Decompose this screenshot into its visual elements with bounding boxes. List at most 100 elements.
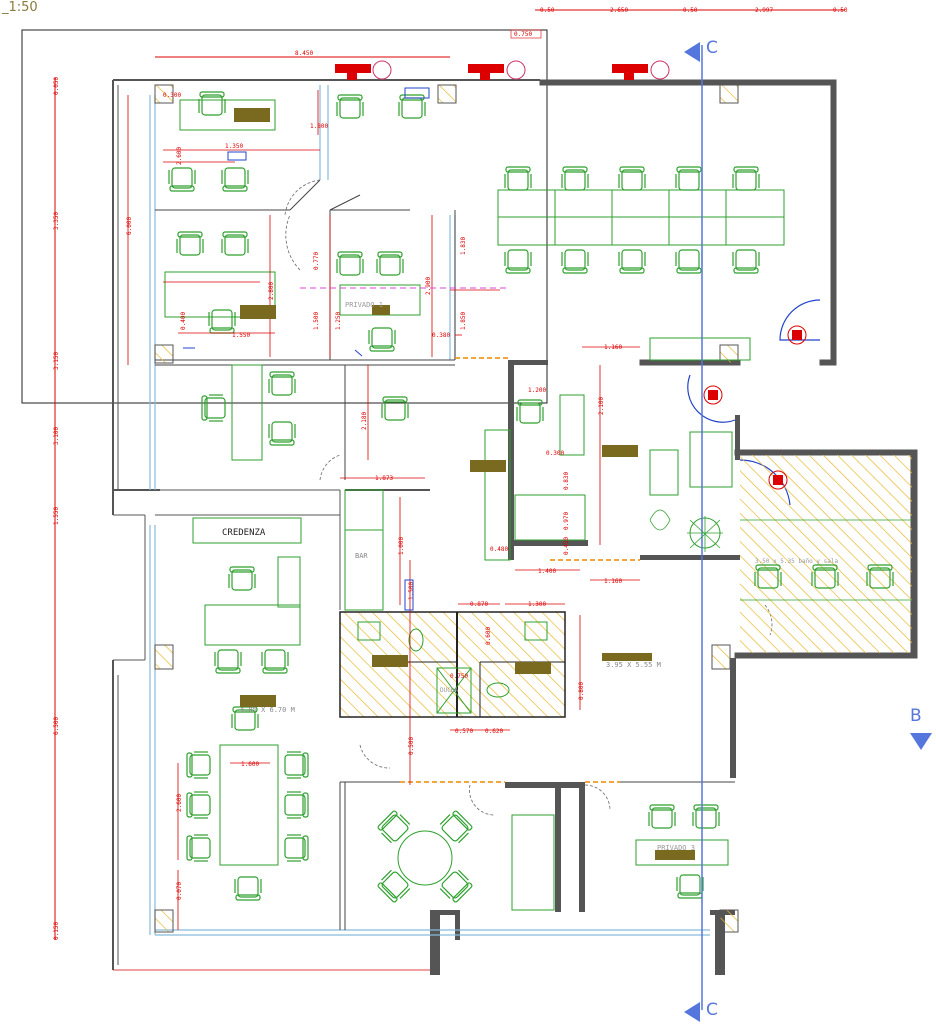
dimension-texts: 0.300 1.350 1.800 0.770 1.830 1.850 0.40… (163, 92, 622, 900)
dim-top-e: 0.750 (514, 31, 532, 38)
credenza-label: CREDENZA (222, 528, 266, 538)
dim-top-a: 0.50 (540, 7, 555, 14)
bath-fixtures (357, 621, 548, 714)
chair (221, 231, 249, 256)
columns (154, 84, 739, 933)
dim-d6: 1.850 (460, 312, 467, 330)
bar-label: BAR (355, 552, 368, 560)
hatched-areas (339, 455, 912, 718)
chair (561, 166, 589, 191)
left-dimension-line: 0.050 3.350 3.150 3.100 1.550 6.500 0.15… (53, 77, 430, 971)
dim-d20: 1.873 (375, 475, 393, 482)
dim-d8: 2.800 (268, 282, 275, 300)
chair (186, 751, 211, 779)
exterior-walls (112, 79, 918, 970)
room-tags (234, 108, 695, 860)
chair (368, 327, 396, 352)
dim-d33: 0.480 (490, 546, 508, 553)
section-arrow-top (684, 42, 700, 62)
dim-left-6: 6.500 (53, 717, 60, 735)
section-mark-c-top: C (706, 38, 718, 58)
dim-d9: 1.550 (232, 332, 250, 339)
dim-d24: 0.600 (485, 627, 492, 645)
dim-d14: 2.180 (361, 412, 368, 430)
dim-d25: 0.750 (450, 673, 468, 680)
room-label-texts: CREDENZA BAR PRIVADO 1 PRIVADO 3 DUCHA 3… (222, 301, 838, 852)
dim-d12: 0.380 (432, 332, 450, 339)
fire-equipment (335, 60, 807, 490)
chair (675, 166, 703, 191)
dim-d11: 2.900 (425, 277, 432, 295)
privado-3-label: PRIVADO 3 (657, 844, 695, 852)
ducha-label: DUCHA (440, 687, 458, 694)
section-arrow-right (910, 733, 932, 750)
chair (176, 231, 204, 256)
chair (732, 166, 760, 191)
chair (676, 874, 704, 899)
dim-left-10: 0.070 (176, 882, 183, 900)
chair (692, 804, 720, 829)
dim-d4: 0.770 (313, 252, 320, 270)
dim-d32: 0.830 (563, 472, 570, 490)
chair (214, 649, 242, 674)
dim-d31: 0.300 (546, 450, 564, 457)
chair (228, 566, 256, 591)
chair (504, 166, 532, 191)
dim-d17: 1.400 (538, 568, 556, 575)
chair (186, 791, 211, 819)
chair (336, 94, 364, 119)
chair (336, 251, 364, 276)
dim-d29: 2.600 (176, 794, 183, 812)
chair (284, 751, 309, 779)
dim-d30: 1.600 (241, 761, 259, 768)
chair (284, 791, 309, 819)
plants (649, 509, 723, 552)
chair (561, 249, 589, 274)
section-arrow-bottom (684, 1002, 700, 1022)
electrical-symbols (183, 87, 430, 611)
dim-d10: 1.500 (313, 312, 320, 330)
chair (234, 876, 262, 901)
dim-d28: 1.300 (528, 601, 546, 608)
chair (376, 868, 412, 904)
dim-d13: 1.250 (335, 312, 342, 330)
chair (261, 649, 289, 674)
dim-left-5: 1.550 (53, 507, 60, 525)
dim-top-d: 8.450 (295, 50, 313, 57)
interior-walls (430, 360, 740, 975)
dim-d19: 1.160 (604, 344, 622, 351)
dim-left-7: 0.150 (53, 922, 60, 940)
overview-frame (21, 29, 548, 404)
openings (400, 357, 640, 783)
chair (618, 249, 646, 274)
dim-d5: 1.830 (460, 237, 467, 255)
chair (376, 251, 404, 276)
furniture-tables (164, 99, 785, 911)
chair (381, 396, 409, 421)
plan-dimension-lines (163, 90, 640, 930)
dim-d18: 1.160 (604, 578, 622, 585)
dim-left-9: 2.600 (176, 147, 183, 165)
chair (186, 834, 211, 862)
chair (208, 309, 236, 334)
dim-left-2: 3.350 (53, 212, 60, 230)
dim-d21: 0.870 (470, 601, 488, 608)
dim-top-b: 2.650 (610, 7, 628, 14)
scale-label: _1:50 (2, 0, 38, 15)
glazing (149, 85, 710, 936)
dim-d37: 0.500 (408, 737, 415, 755)
dim-d3: 1.800 (310, 123, 328, 130)
section-mark-c-bottom: C (706, 1000, 718, 1020)
chair (675, 249, 703, 274)
dim-top-a3: 0.50 (833, 7, 848, 14)
dim-left-8: 6.000 (126, 217, 133, 235)
meeting-dims-label: 4.85 X 6.70 M (240, 706, 295, 714)
chair (198, 91, 226, 116)
section-mark-b: B (910, 706, 922, 726)
dim-left-1: 0.050 (53, 77, 60, 95)
chair (268, 371, 296, 396)
chair (201, 394, 226, 422)
dim-left-3: 3.150 (53, 352, 60, 370)
chair (516, 399, 544, 424)
privado-1-label: PRIVADO 1 (345, 301, 383, 309)
